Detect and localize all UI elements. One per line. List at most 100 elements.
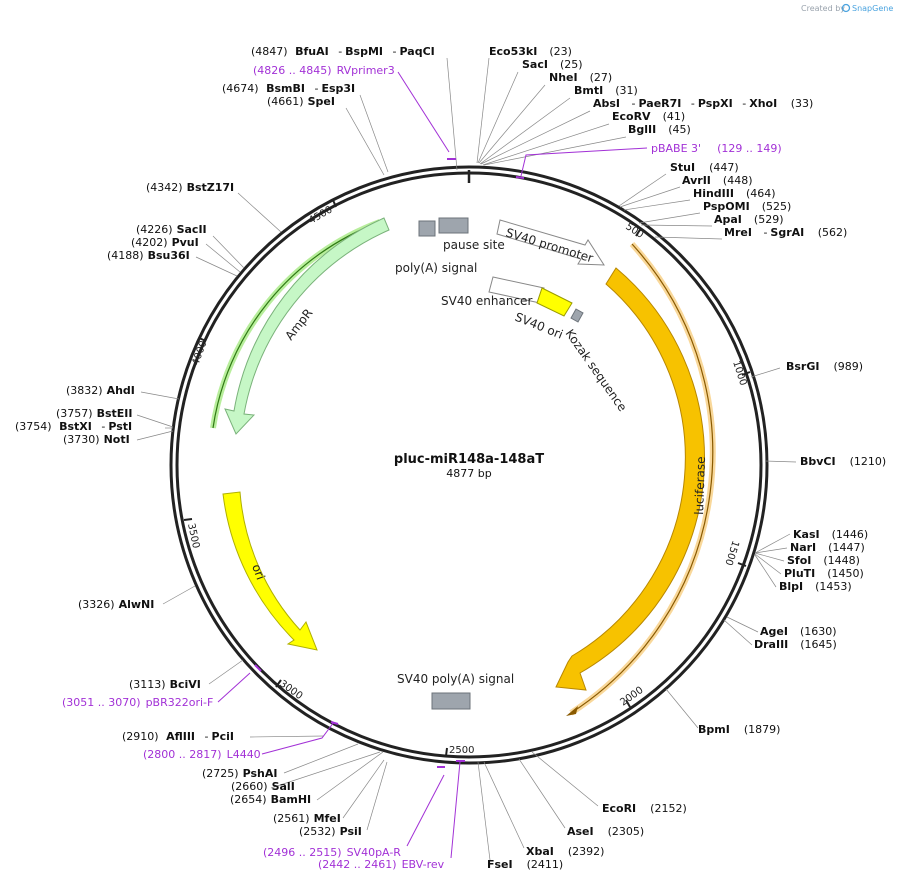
pause-site-label: pause site [443,238,505,252]
site-label-bsrgi: BsrGI(989) [786,360,863,373]
feature-shapes [210,217,716,716]
leader-bsrgi [750,367,781,378]
sv40-enhancer-label: SV40 enhancer [441,294,532,308]
site-label-ecori: EcoRI(2152) [602,802,687,815]
primer-leader-ebvrev [450,761,461,859]
leader-draiii [723,619,753,646]
site-label-xbai: XbaI(2392) [526,845,604,858]
primer-label-sv40par: (2496 .. 2515)SV40pA-R [263,846,401,859]
leader-bcivi [208,659,244,685]
leader-hindiii [623,199,691,211]
leader-stui [618,173,667,207]
sv40-ori-box [536,287,573,317]
site-label-absi: AbsI -PaeR7I -PspXI -XhoI (33) [593,97,813,110]
leader-bpmi [665,688,699,729]
sv40-polya-box [431,692,471,710]
tick-marks [183,199,751,757]
leader-fsei [477,761,491,861]
primer-leader-rvprimer3 [397,71,450,153]
leader-pluti [754,553,782,575]
leader-bamhi [316,751,384,801]
leader-agei [726,616,759,633]
site-label-nari: NarI(1447) [790,541,865,554]
leader-bsmbi [359,94,389,173]
tick-label-4000: 4000 [190,339,209,367]
site-label-asei: AseI(2305) [567,825,644,838]
primer-mark [515,176,525,179]
primer-marks [217,71,648,859]
primer-label-pbr322ori: (3051 .. 3070)pBR322ori-F [62,696,213,709]
primer-label-rvprimer3: (4826 .. 4845)RVprimer3 [253,64,395,77]
leader-apai [640,224,713,227]
ampr-arrow [224,217,390,435]
site-label-nhei: NheI(27) [549,71,612,84]
leader-bsu36i [195,256,238,277]
ori-label: ori [249,562,267,581]
tick-mark [275,679,282,688]
leader-bbvci [764,460,797,463]
leader-pvui [205,243,241,273]
site-label-draiii: DraIII(1645) [754,638,837,651]
leader-bstz17i [237,192,282,233]
site-label-pshai: (2725)PshAI [202,767,277,780]
site-label-saci: SacI(25) [522,58,583,71]
tick-mark [332,199,337,208]
tick-label-1500: 1500 [722,539,740,567]
site-label-bstz17i: (4342)BstZ17I [146,181,234,194]
leader-bmti [479,97,571,165]
site-label-ahdi: (3832)AhdI [66,384,135,397]
leader-ecorv [482,123,610,166]
leader-nhei [478,84,546,164]
tick-label-2000: 2000 [618,685,645,709]
leader-bglii [483,136,627,166]
primer-label-l4440: (2800 .. 2817)L4440 [143,748,261,761]
leader-avrii [619,186,681,208]
site-label-bpmi: BpmI(1879) [698,723,780,736]
site-label-spei: (4661)SpeI [267,95,335,108]
tick-label-1000: 1000 [730,360,748,388]
luciferase-label: luciferase [692,456,708,515]
leader-eco53ki [476,57,490,164]
site-label-pvui: (4202)PvuI [131,236,199,249]
snapgene-logo-icon [841,3,851,13]
leader-spei [345,107,385,176]
site-label-blpi: BlpI(1453) [779,580,852,593]
site-label-bsmbi: (4674) BsmBI -Esp3I [222,82,355,95]
leader-pshai [283,743,359,774]
site-label-mfei: (2561)MfeI [273,812,341,825]
site-label-bsu36i: (4188)Bsu36I [107,249,190,262]
leader-asei [518,758,566,829]
leader-blpi [754,554,777,588]
leader-psii [366,761,388,831]
site-label-eco53ki: Eco53kI(23) [489,45,572,58]
site-label-apai: ApaI(529) [714,213,784,226]
site-label-pspomi: PspOMI(525) [703,200,791,213]
leader-xbai [483,761,525,849]
tick-mark [183,518,193,521]
site-label-bsteii: (3757)BstEII [56,407,132,420]
tick-mark [741,371,751,376]
ori-arrow [222,491,318,651]
site-label-bfuai: (4847) BfuAI -BspMI -PaqCI [251,45,435,58]
sv40-promoter-arrow [496,219,605,266]
leader-ahdi [140,391,180,400]
site-label-sali: (2660)SalI [231,780,295,793]
site-label-noti: (3730)NotI [63,433,130,446]
luciferase-band-arrowhead [566,706,578,716]
site-label-avrii: AvrII(448) [682,174,753,187]
site-label-bglii: BglII(45) [628,123,691,136]
site-label-bstxi: (3754) BstXI -PstI [15,420,132,433]
primer-leader-pbr322 [217,672,251,703]
site-label-bamhi: (2654)BamHI [230,793,311,806]
luciferase-arrow [555,267,706,691]
site-label-alwni: (3326)AlwNI [78,598,154,611]
tick-label-2500: 2500 [449,745,474,756]
sv40-polya-label: SV40 poly(A) signal [397,672,514,686]
primer-label-ebvrev: (2442 .. 2461)EBV-rev [318,858,445,871]
polya-signal-label: poly(A) signal [395,261,477,275]
tick-mark [625,699,631,708]
snapgene-brand: SnapGene [852,4,893,13]
site-label-bmti: BmtI(31) [574,84,638,97]
tick-mark [635,227,642,237]
leader-bsteii [136,414,174,428]
